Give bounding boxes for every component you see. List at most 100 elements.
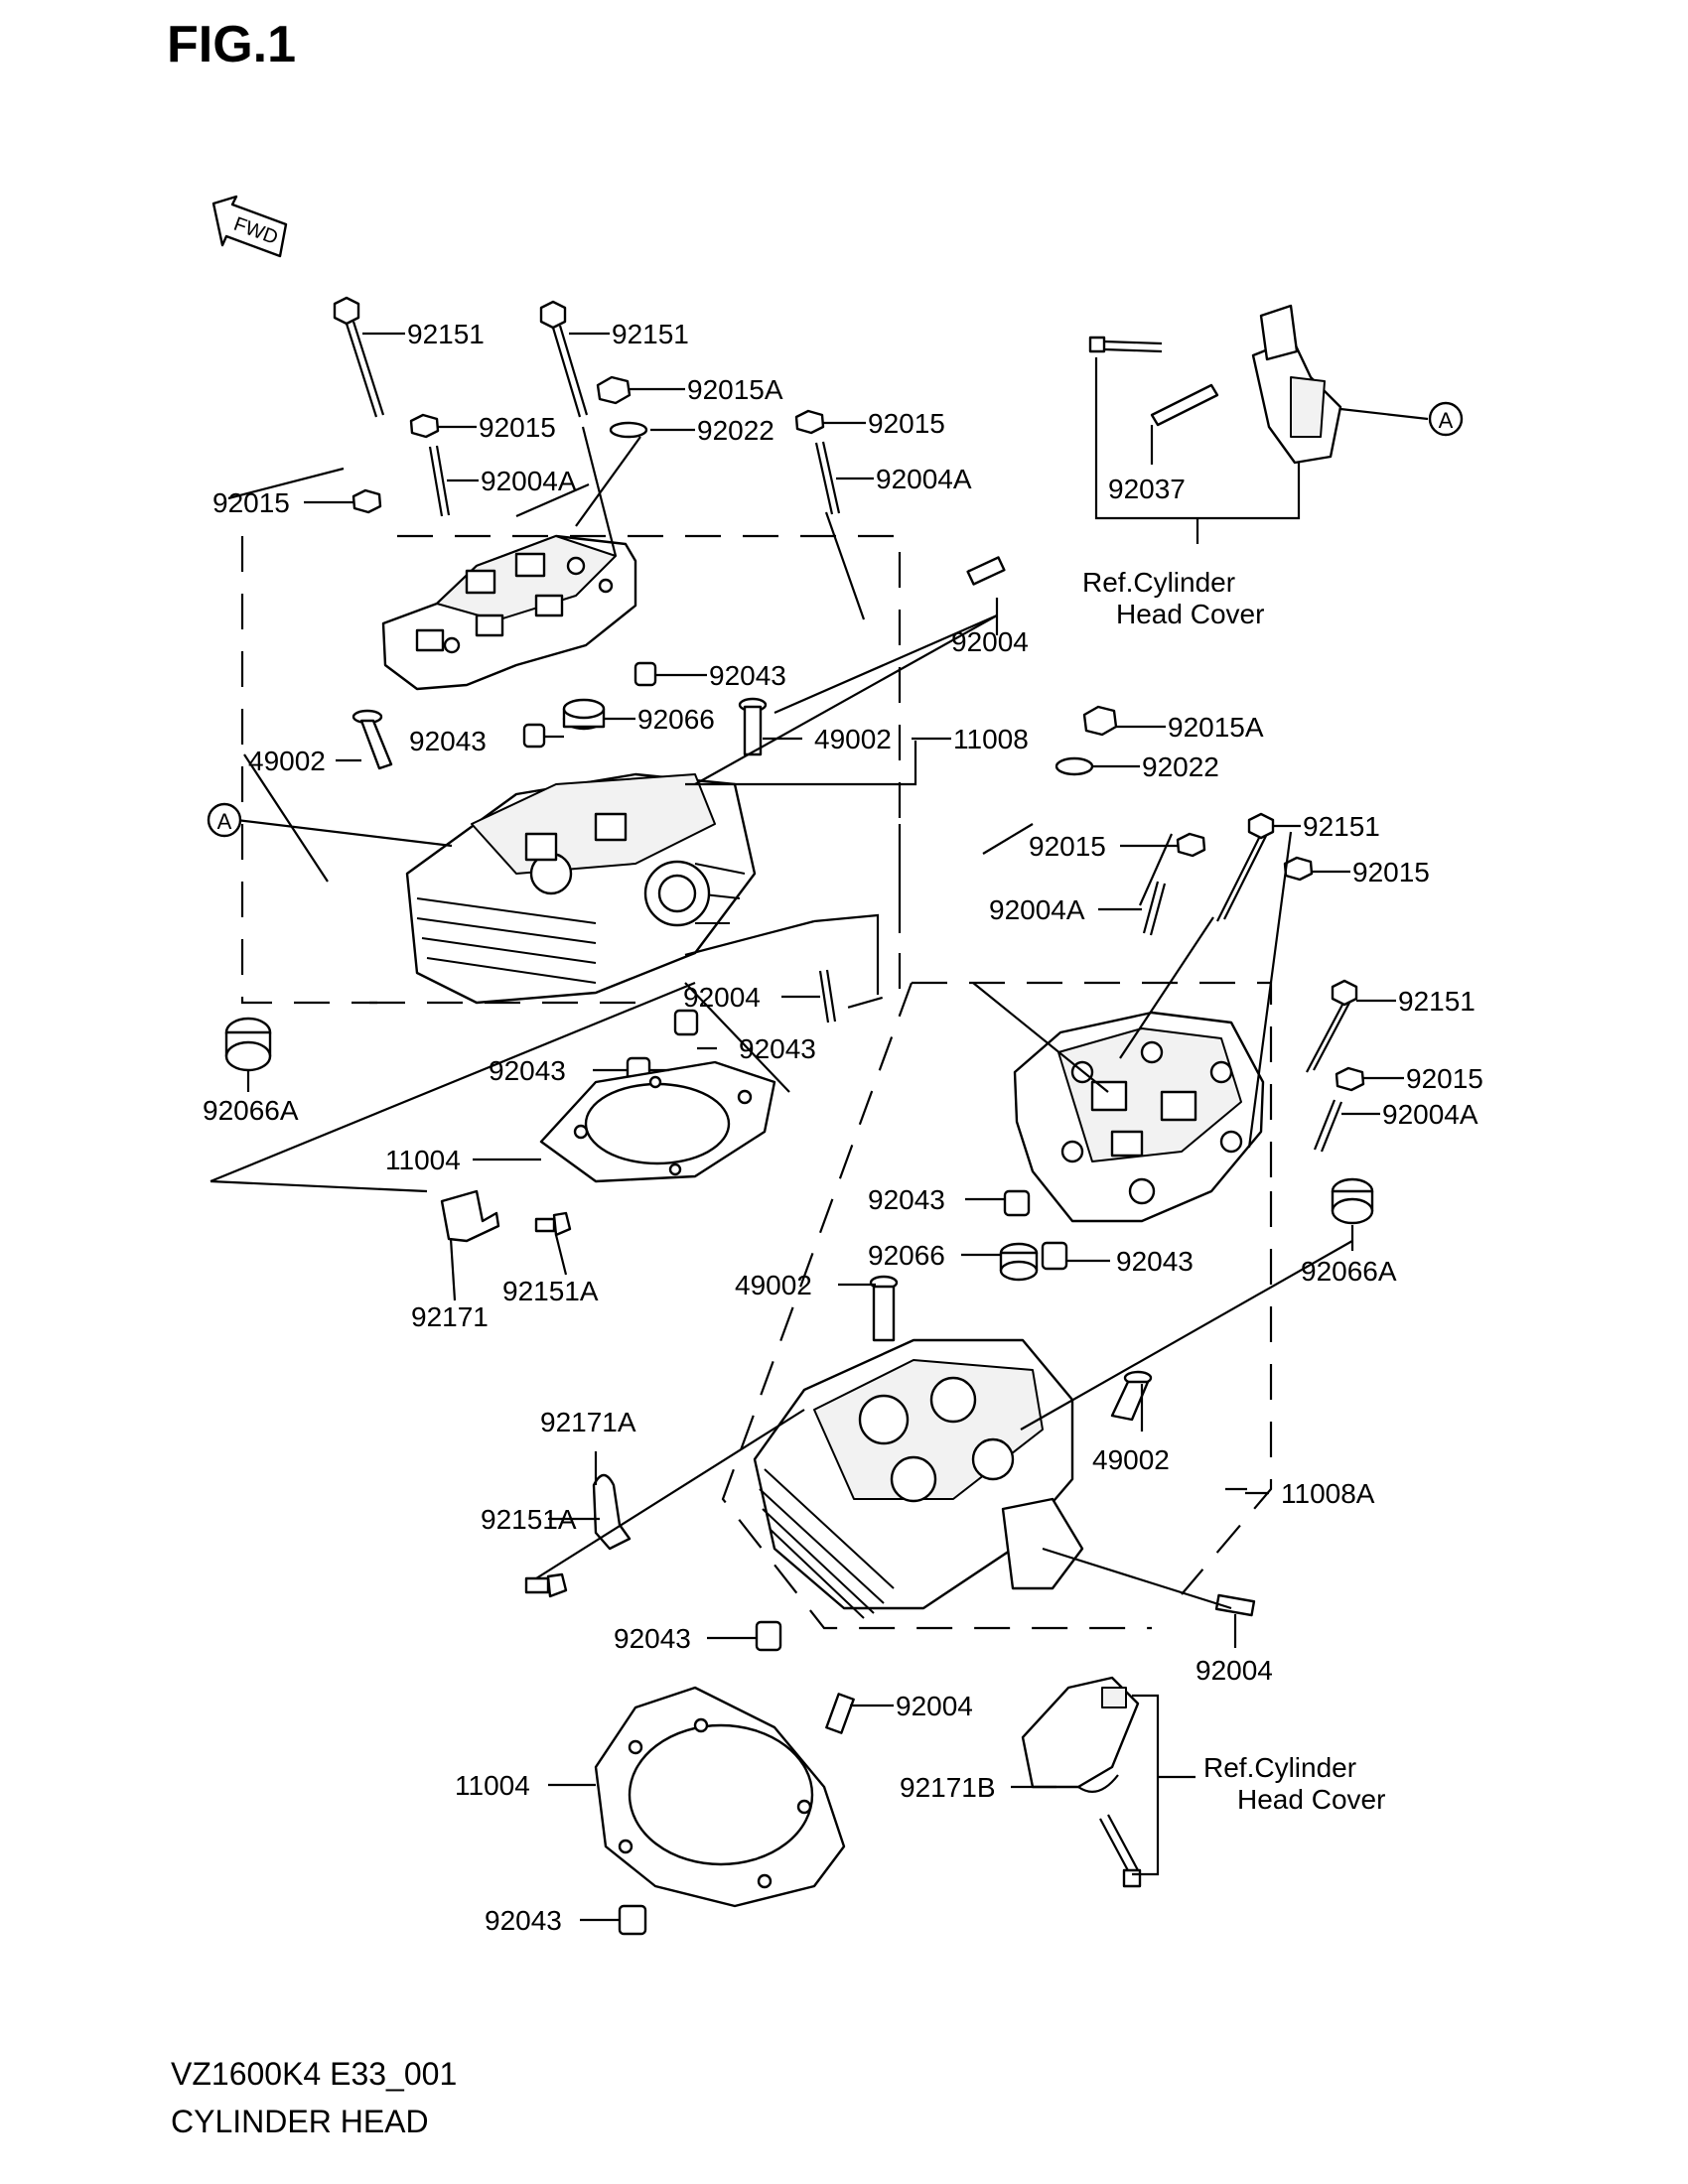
part-label: 92151 (1303, 811, 1380, 842)
rear-bolt-92151-a (1216, 812, 1275, 922)
front-gasket-11004 (539, 1060, 776, 1183)
front-nut-92015A (596, 375, 632, 405)
part-label: 49002 (248, 746, 326, 776)
front-bracket-92171 (440, 1189, 500, 1243)
rear-stud-92004A-a (1142, 881, 1167, 936)
part-label: 92151 (407, 319, 485, 349)
rear-valve-guide-49002-left (869, 1275, 899, 1342)
part-label: 92037 (1108, 474, 1186, 504)
front-nut-92015-a (409, 413, 440, 439)
ref-note-top-line2: Head Cover (1116, 599, 1264, 629)
ref-note-top-line1: Ref.Cylinder (1082, 567, 1235, 598)
rear-plug-92066 (999, 1242, 1039, 1282)
part-label: 92043 (709, 660, 786, 691)
part-label: 92171B (900, 1772, 996, 1803)
part-label: 49002 (814, 724, 892, 754)
part-label: 92015A (687, 374, 783, 405)
part-label: 92171A (540, 1407, 636, 1437)
part-label: 92043 (739, 1033, 816, 1064)
fwd-arrow-icon: FWD (211, 195, 288, 258)
top-ref-bolt (1088, 336, 1163, 353)
part-label: 92066A (203, 1095, 299, 1126)
figure-title: FIG.1 (167, 16, 296, 73)
rear-dowel-92043-a (1003, 1189, 1031, 1217)
front-rocker-housing (381, 534, 637, 691)
part-label: 92015 (1029, 831, 1106, 862)
part-label: 92151 (612, 319, 689, 349)
figure-caption: CYLINDER HEAD (171, 2104, 429, 2139)
front-bolt-92151A (534, 1211, 572, 1237)
group-boxes (240, 534, 1273, 1630)
front-nut-92015-b (794, 409, 825, 435)
rear-dowel-92043-c (755, 1620, 782, 1652)
rear-valve-guide-49002-right (1110, 1370, 1153, 1422)
rear-nut-92015A (1082, 705, 1118, 737)
rear-bracket-92171A (592, 1473, 632, 1551)
part-label: 92015A (1168, 712, 1264, 743)
front-cylinder-head (405, 772, 757, 1005)
ref-note-bottom-line2: Head Cover (1237, 1784, 1385, 1815)
model-code: VZ1600K4 E33_001 (171, 2056, 457, 2092)
part-label: 92015 (479, 412, 556, 443)
svg-text:A: A (1439, 408, 1454, 433)
rear-cylinder-head (753, 1338, 1084, 1619)
rear-stud-92004A-b (1313, 1099, 1343, 1153)
part-label: 92015 (1352, 857, 1430, 887)
part-label: 49002 (735, 1270, 812, 1300)
front-nut-92015-c (352, 488, 382, 514)
front-plug-92066A (224, 1017, 272, 1072)
part-label: 49002 (1092, 1444, 1170, 1475)
rear-rocker-housing (1013, 1011, 1265, 1223)
part-label: 92004A (481, 466, 577, 496)
top-ref-pin-92037 (1150, 383, 1219, 427)
leader-lines (210, 332, 1429, 1922)
part-label: 92043 (409, 726, 487, 756)
part-label: 11004 (455, 1770, 530, 1801)
part-label: 92004 (1196, 1655, 1273, 1686)
part-label: 92151A (481, 1504, 577, 1535)
part-label: 92022 (697, 415, 774, 446)
part-label: 92004 (951, 626, 1029, 657)
callout-a-front: A (207, 802, 242, 838)
part-labels: 92151 92151 92015A 92015 92022 92015 920… (203, 319, 1483, 1936)
part-label: 92015 (868, 408, 945, 439)
part-label: 92066 (637, 704, 715, 735)
rear-nut-92015-a (1176, 832, 1206, 858)
front-bolt-92151-left (333, 296, 385, 418)
front-valve-guide-49002-right (738, 697, 768, 756)
front-stud-92004-lower (818, 969, 837, 1024)
part-label: 92066 (868, 1240, 945, 1271)
ref-note-bottom-line1: Ref.Cylinder (1203, 1752, 1356, 1783)
part-label: 92043 (1116, 1246, 1194, 1277)
rear-gasket-11004 (594, 1686, 846, 1908)
part-label: 92004A (876, 464, 972, 494)
part-label: 92066A (1301, 1256, 1397, 1287)
front-bolt-92151-right (539, 300, 589, 418)
front-stud-92004-upper (966, 556, 1006, 586)
callout-a-ref: A (1428, 401, 1464, 437)
rear-stud-92004-right (1214, 1593, 1256, 1617)
rear-dowel-92043-d (618, 1904, 647, 1936)
part-label: 92022 (1142, 751, 1219, 782)
part-label: 11004 (385, 1145, 461, 1175)
part-label: 92015 (212, 487, 290, 518)
front-dowel-92043-a (633, 661, 657, 687)
front-valve-guide-49002-left (352, 709, 393, 770)
rear-washer-92022 (1055, 756, 1094, 776)
part-label: 92004 (896, 1691, 973, 1721)
front-dowel-92043-c (673, 1009, 699, 1036)
front-stud-92004A-b (814, 441, 841, 515)
part-label: 92043 (614, 1623, 691, 1654)
part-label: 92015 (1406, 1063, 1483, 1094)
part-label: 92043 (485, 1905, 562, 1936)
part-label: 92151 (1398, 986, 1476, 1017)
rear-ref-bracket-92171B (1021, 1676, 1140, 1793)
rear-nut-92015-c (1335, 1066, 1365, 1092)
top-ref-coil-bracket (1251, 304, 1342, 465)
rear-dowel-92043-b (1041, 1241, 1068, 1271)
rear-plug-92066A (1331, 1177, 1374, 1225)
front-plug-92066 (562, 698, 606, 731)
part-label: 92043 (868, 1184, 945, 1215)
rear-nut-92015-b (1283, 856, 1314, 882)
